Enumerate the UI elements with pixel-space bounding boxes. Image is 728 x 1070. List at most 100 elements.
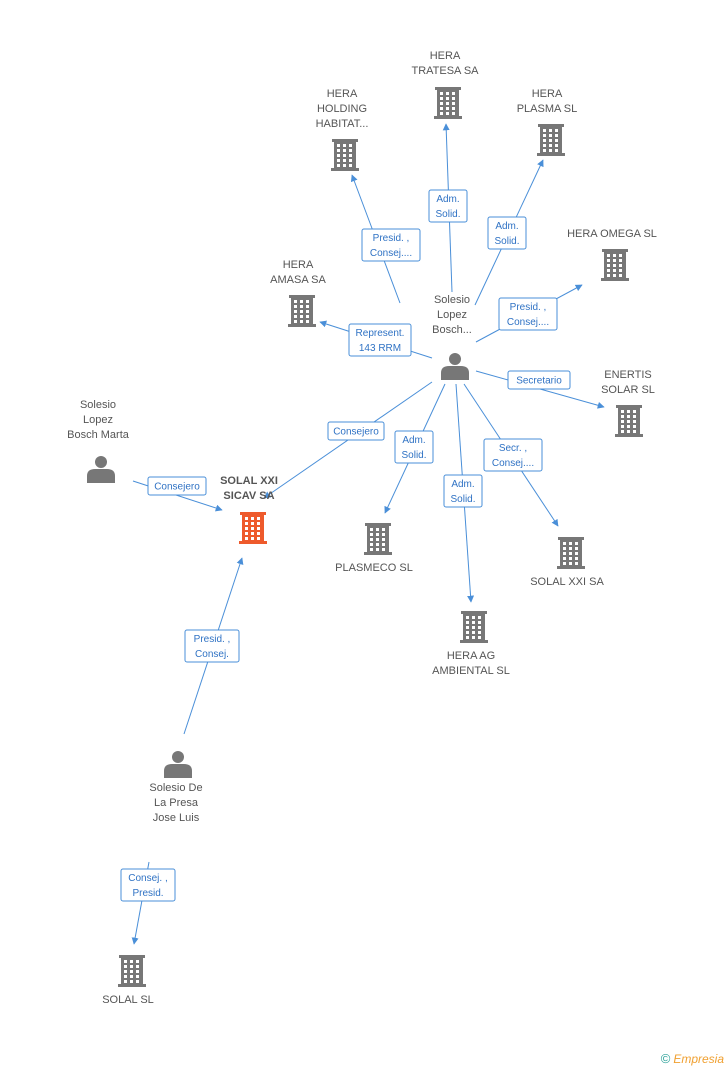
person-icon bbox=[87, 456, 115, 483]
person-node-p_bosch[interactable]: SolesioLopezBosch... bbox=[432, 294, 472, 380]
edge-label-text: Consej.... bbox=[492, 458, 534, 469]
node-label-line: PLASMECO SL bbox=[335, 562, 413, 574]
edge-label-text: 143 RRM bbox=[359, 343, 401, 354]
node-label-line: La Presa bbox=[154, 797, 199, 809]
edge-label-p_bosch-ambiental[interactable]: Adm. Solid. bbox=[443, 474, 483, 508]
edge-label-text: Represent. bbox=[356, 328, 405, 339]
building-icon bbox=[460, 611, 488, 643]
edge-label-text: Secr. , bbox=[499, 443, 527, 454]
edge-label-text: Presid. , bbox=[510, 302, 547, 313]
node-label-line: Bosch... bbox=[432, 324, 472, 336]
edge-label-p_bosch-plasma[interactable]: Adm. Solid. bbox=[487, 216, 527, 250]
edge-label-p_bosch-solalxxi[interactable]: Secr. , Consej.... bbox=[483, 438, 543, 472]
edge-label-box bbox=[394, 430, 434, 464]
node-label-line: HERA AG bbox=[447, 650, 495, 662]
company-node-solalsl[interactable]: SOLAL SL bbox=[102, 955, 154, 1006]
node-label-line: SOLAL SL bbox=[102, 994, 154, 1006]
copyright-icon: © bbox=[660, 1051, 671, 1066]
edge-label-box bbox=[443, 474, 483, 508]
edge-label-box bbox=[483, 438, 543, 472]
building-icon bbox=[331, 139, 359, 171]
edge-labels-layer: Adm. Solid. Presid. , Consej.... Adm. Solid. P… bbox=[120, 189, 571, 902]
brand-watermark: ©Empresia bbox=[661, 1051, 724, 1066]
person-icon bbox=[441, 353, 469, 380]
edge-label-p_bosch-plasmeco[interactable]: Adm. Solid. bbox=[394, 430, 434, 464]
edge-label-text: Adm. bbox=[451, 479, 474, 490]
company-node-tratesa[interactable]: HERA TRATESA SA bbox=[411, 50, 479, 119]
node-label-line: PLASMA SL bbox=[517, 103, 578, 115]
edge-label-text: Consej.... bbox=[507, 317, 549, 328]
node-label-line: AMASA SA bbox=[270, 274, 326, 286]
edge-label-text: Solid. bbox=[494, 236, 519, 247]
node-label-line: HERA bbox=[430, 50, 461, 62]
company-node-solalxxi[interactable]: SOLAL XXI SA bbox=[530, 537, 604, 588]
node-label-line: HERA bbox=[532, 88, 563, 100]
building-icon bbox=[557, 537, 585, 569]
node-label-line: SICAV SA bbox=[223, 490, 274, 502]
edge-label-text: Adm. bbox=[436, 194, 459, 205]
company-node-enertis[interactable]: ENERTIS SOLAR SL bbox=[601, 369, 655, 437]
edge-label-p_bosch-main[interactable]: Consejero bbox=[327, 421, 385, 441]
edge-label-p_bosch-amasa[interactable]: Represent. 143 RRM bbox=[348, 323, 412, 357]
edge-label-p_bosch-omega[interactable]: Presid. , Consej.... bbox=[498, 297, 558, 331]
node-label-line: ENERTIS bbox=[604, 369, 651, 381]
edge-label-text: Presid. bbox=[132, 888, 163, 899]
edge-label-p_marta-main[interactable]: Consejero bbox=[147, 476, 207, 496]
node-label-line: HABITAT... bbox=[316, 118, 369, 130]
node-label-line: Lopez bbox=[83, 414, 113, 426]
edge-label-p_bosch-enertis[interactable]: Secretario bbox=[507, 370, 571, 390]
edge-label-box bbox=[361, 228, 421, 262]
edge-label-box bbox=[487, 216, 527, 250]
person-icon bbox=[164, 751, 192, 778]
node-label-line: SOLAR SL bbox=[601, 384, 655, 396]
company-node-holding[interactable]: HERA HOLDING HABITAT... bbox=[316, 88, 369, 171]
edge-label-text: Consej.... bbox=[370, 248, 412, 259]
edge-label-text: Consejero bbox=[154, 482, 200, 493]
edge-label-p_jose-solalsl[interactable]: Consej. ,Presid. bbox=[120, 868, 176, 902]
node-label-line: Solesio De bbox=[149, 782, 202, 794]
edge-label-text: Solid. bbox=[450, 494, 475, 505]
node-label-line: Lopez bbox=[437, 309, 467, 321]
node-label-line: TRATESA SA bbox=[411, 65, 479, 77]
company-node-plasma[interactable]: HERA PLASMA SL bbox=[517, 88, 578, 156]
edge-label-p_bosch-tratesa[interactable]: Adm. Solid. bbox=[428, 189, 468, 223]
edge-label-p_jose-main[interactable]: Presid. ,Consej. bbox=[184, 629, 240, 663]
company-node-ambiental[interactable]: HERA AG AMBIENTAL SL bbox=[432, 611, 510, 677]
company-node-plasmeco[interactable]: PLASMECO SL bbox=[335, 523, 413, 574]
edge-label-text: Presid. , bbox=[194, 634, 231, 645]
node-label-line: HERA bbox=[327, 88, 358, 100]
node-label-line: SOLAL XXI SA bbox=[530, 576, 604, 588]
edge-label-text: Solid. bbox=[435, 209, 460, 220]
edge-label-text: Consejero bbox=[333, 427, 379, 438]
edge-label-box bbox=[507, 370, 571, 390]
building-icon bbox=[118, 955, 146, 987]
building-icon bbox=[615, 405, 643, 437]
edge-label-box bbox=[147, 476, 207, 496]
edge-label-p_bosch-holding[interactable]: Presid. , Consej.... bbox=[361, 228, 421, 262]
building-icon bbox=[537, 124, 565, 156]
company-node-amasa[interactable]: HERA AMASA SA bbox=[270, 259, 326, 327]
company-node-omega[interactable]: HERA OMEGA SL bbox=[567, 228, 657, 281]
edge-label-text: Presid. , bbox=[373, 233, 410, 244]
edge-label-box bbox=[348, 323, 412, 357]
node-label-line: Bosch Marta bbox=[67, 429, 130, 441]
building-icon bbox=[364, 523, 392, 555]
edge-label-box bbox=[498, 297, 558, 331]
node-label-line: HERA bbox=[283, 259, 314, 271]
edge-label-box bbox=[120, 868, 176, 902]
building-icon bbox=[434, 87, 462, 119]
node-label-line: HOLDING bbox=[317, 103, 367, 115]
edge-label-text: Adm. bbox=[495, 221, 518, 232]
edge-label-text: Solid. bbox=[401, 450, 426, 461]
node-label-line: AMBIENTAL SL bbox=[432, 665, 510, 677]
brand-name: Empresia bbox=[673, 1052, 724, 1066]
node-label-line: Solesio bbox=[434, 294, 470, 306]
edge-label-text: Adm. bbox=[402, 435, 425, 446]
node-label-line: Solesio bbox=[80, 399, 116, 411]
edge-label-box bbox=[428, 189, 468, 223]
node-label-line: HERA OMEGA SL bbox=[567, 228, 657, 240]
